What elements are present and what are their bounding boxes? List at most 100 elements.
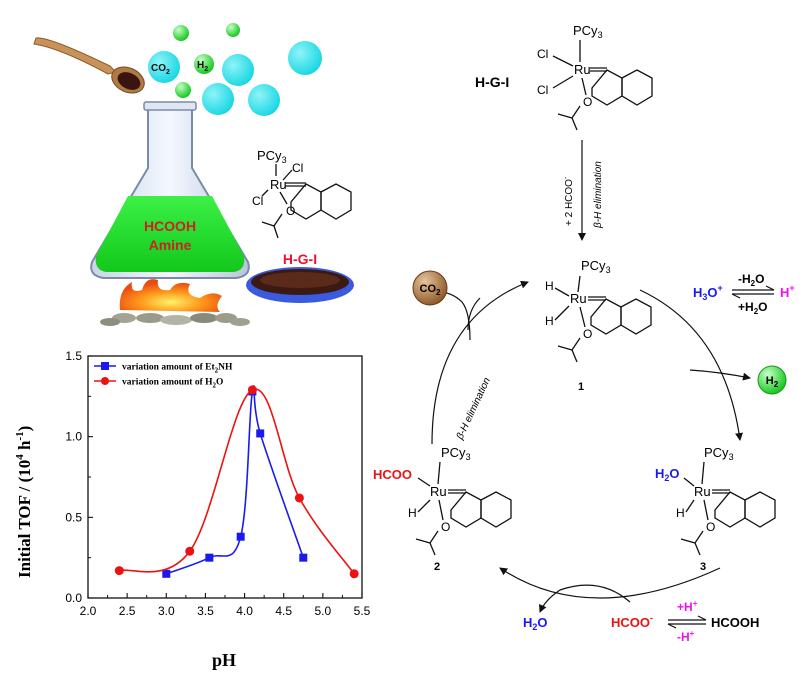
small-green-bubble (175, 82, 191, 98)
atom-label: PCy3 (573, 23, 603, 40)
h2-ball-label: H2 (766, 375, 779, 389)
arrow-3-to-2 (499, 567, 721, 599)
plot-frame (87, 355, 363, 599)
co2-bubble-label: CO2 (151, 63, 170, 76)
catalyst-dish (246, 267, 354, 303)
spoon-icon (33, 37, 145, 94)
data-point-square (236, 532, 245, 541)
hcoo-ligand: HCOO (373, 467, 412, 482)
fire-icon (100, 279, 250, 326)
activation-process: β-H elimination (593, 161, 604, 229)
atom-label: PCy3 (257, 148, 287, 165)
complex-number: 3 (700, 561, 706, 573)
h2-release-arrow (689, 369, 751, 381)
flask-liquid (95, 196, 245, 272)
x-tick-label: 4.0 (236, 604, 253, 618)
catalyst-top-structure: H-G-I PCy3 Cl Ru Cl O (475, 23, 653, 131)
legend-label: variation amount of H2O (122, 378, 223, 390)
h2-bubble-label: H2 (197, 60, 208, 73)
atom-label: O (706, 520, 715, 534)
data-point-square (205, 553, 214, 562)
y-tick-label: 1.0 (65, 430, 82, 444)
h2-bubble (194, 54, 214, 74)
arrow-2-to-1 (431, 280, 529, 445)
atom-label: Ru (574, 62, 591, 77)
data-point-circle (349, 569, 359, 579)
x-tick-label: 5.5 (354, 604, 371, 618)
cyan-bubble (248, 84, 280, 116)
atom-label: PCy3 (581, 258, 611, 275)
co2-bubble (148, 51, 180, 83)
atom-label: Cl (537, 47, 548, 61)
cyan-bubble (288, 41, 322, 75)
atom-label: H (545, 279, 554, 293)
cyan-bubble (222, 54, 254, 86)
x-tick-label: 4.5 (275, 604, 292, 618)
complex-number: 1 (578, 381, 584, 393)
data-point-circle (294, 493, 304, 503)
y-axis-label: Initial TOF / (104 h-1) (14, 426, 34, 578)
flask-liquid-label-1: HCOOH (144, 218, 196, 234)
legend-marker (101, 362, 109, 370)
legend-marker (101, 377, 109, 385)
data-point-circle (114, 566, 124, 576)
atom-label: Ru (570, 291, 587, 306)
atom-label: O (441, 520, 450, 534)
catalyst-name-top: H-G-I (475, 74, 509, 90)
small-green-bubble (173, 25, 189, 41)
atom-label: Cl (252, 194, 263, 208)
minus-h2o: -H2O (738, 272, 764, 288)
beta-h-elimination-label: β-H elimination (454, 376, 493, 443)
formate-anion: HCOO- (611, 613, 653, 630)
complex-number: 2 (434, 561, 440, 573)
co2-ball (412, 270, 448, 306)
y-tick-label: 0.0 (65, 591, 82, 605)
atom-label: Cl (537, 83, 548, 97)
data-point-square (299, 553, 308, 562)
h2-ball (757, 365, 787, 395)
arrow-1-to-3 (639, 289, 744, 441)
x-tick-label: 3.0 (158, 604, 175, 618)
h3o-plus: H3O+ (693, 283, 723, 302)
chart-legend: variation amount of Et2NH variation amoun… (94, 362, 233, 390)
small-green-bubble (226, 23, 240, 37)
x-axis-label: pH (212, 650, 236, 670)
plus-h-plus: +H+ (677, 599, 698, 614)
complex-2: PCy3 HCOO Ru H O 2 (373, 445, 512, 573)
atom-label: PCy3 (441, 445, 471, 462)
formate-equilibrium: HCOO- +H+ -H+ HCOOH (611, 599, 759, 644)
plot-area (87, 355, 363, 599)
atom-label: Cl (292, 161, 303, 175)
x-tick-label: 2.5 (119, 604, 136, 618)
atom-label: H (676, 506, 685, 520)
co2-branch (467, 297, 481, 331)
data-point-square (256, 429, 265, 438)
x-tick-label: 5.0 (315, 604, 332, 618)
catalyst-name-left: H-G-I (283, 251, 317, 267)
atom-label: O (583, 327, 592, 341)
data-point-circle (247, 385, 257, 395)
data-point-square (162, 569, 171, 578)
h2o-ligand: H2O (655, 466, 680, 483)
complex-1: PCy3 H Ru H O 1 (545, 258, 652, 393)
atom-label: PCy3 (704, 445, 734, 462)
x-tick-label: 2.0 (80, 604, 97, 618)
h2o-release-arrow (539, 584, 631, 613)
series-layer (114, 385, 359, 579)
activation-reagent: + 2 HCOO- (563, 176, 575, 226)
y-tick-label: 0.5 (65, 510, 82, 524)
data-point-circle (185, 546, 195, 556)
flask-liquid-label-2: Amine (149, 237, 192, 253)
atom-label: H (545, 314, 554, 328)
atom-label: O (583, 95, 592, 109)
catalyst-left-structure: PCy3 Cl Ru Cl O (252, 148, 352, 239)
legend-label: variation amount of Et2NH (122, 363, 233, 375)
atom-label: H (408, 506, 417, 520)
co2-ball-label: CO2 (420, 283, 442, 297)
atom-label: O (286, 204, 295, 218)
atom-label: Ru (694, 484, 711, 499)
atom-label: Ru (270, 177, 287, 192)
